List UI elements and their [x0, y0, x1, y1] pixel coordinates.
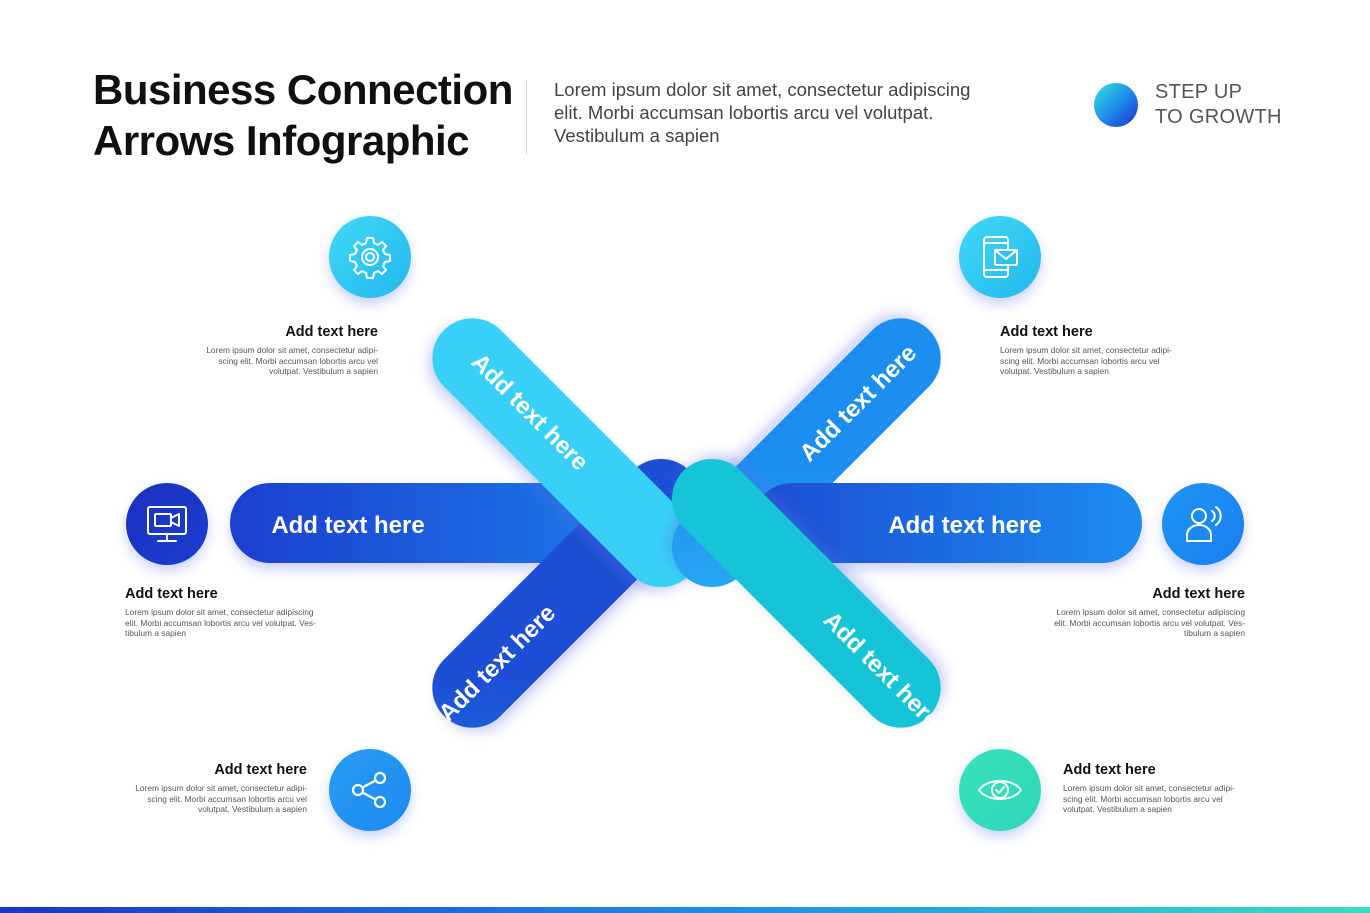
tagline-line-2: TO GROWTH	[1155, 106, 1282, 128]
note-line: scing elit. Morbi accumsan lobortis arcu…	[147, 793, 307, 804]
note-line: Lorem ipsum dolor sit amet, consectetur …	[125, 607, 314, 617]
note-line: Lorem ipsum dolor sit amet, consectetur …	[1056, 607, 1245, 617]
note-top-left: Add text here Lorem ipsum dolor sit amet…	[173, 323, 378, 377]
page-title: Business Connection Arrows Infographic	[93, 64, 513, 166]
note-title: Add text here	[1152, 586, 1245, 602]
note-line: elit. Morbi accumsan lobortis arcu vel v…	[125, 617, 316, 628]
user-voice-circle	[1162, 483, 1244, 565]
right-middle-bar	[752, 483, 1142, 563]
title-line-2: Arrows Infographic	[93, 117, 470, 164]
note-text: Lorem ipsum dolor sit amet, consectetur …	[1000, 345, 1205, 377]
mobile-mail-icon	[983, 236, 1018, 278]
note-line: volutpat. Vestibulum a sapien	[1063, 804, 1172, 814]
header-divider	[526, 80, 527, 154]
right-lower-bar	[671, 458, 941, 728]
title-line-1: Business Connection	[93, 66, 513, 113]
note-line: tibulum a sapien	[125, 628, 186, 638]
intro-line-1: Lorem ipsum dolor sit amet, consectetur …	[554, 79, 971, 100]
tagline-line-1: STEP UP	[1155, 81, 1243, 103]
note-line: scing elit. Morbi accumsan lobortis arcu…	[1063, 793, 1223, 804]
eye-icon	[978, 780, 1022, 800]
intro-text: Lorem ipsum dolor sit amet, consectetur …	[554, 78, 1014, 147]
share-circle	[329, 749, 411, 831]
note-top-right: Add text here Lorem ipsum dolor sit amet…	[1000, 323, 1205, 377]
eye-circle	[959, 749, 1041, 831]
note-text: Lorem ipsum dolor sit amet, consectetur …	[102, 783, 307, 815]
note-title: Add text here	[125, 586, 218, 602]
gear-icon	[349, 237, 391, 279]
tagline: STEP UP TO GROWTH	[1155, 80, 1282, 130]
brand-dot	[1094, 83, 1138, 127]
note-text: Lorem ipsum dolor sit amet, consectetur …	[125, 607, 340, 639]
note-middle-right: Add text here Lorem ipsum dolor sit amet…	[1030, 585, 1245, 639]
note-title: Add text here	[214, 762, 307, 778]
video-monitor-circle	[126, 483, 208, 565]
note-title: Add text here	[285, 324, 378, 340]
note-line: tibulum a sapien	[1184, 628, 1245, 638]
share-icon	[351, 771, 387, 809]
note-line: scing elit. Morbi accumsan lobortis arcu…	[218, 355, 378, 366]
note-line: Lorem ipsum dolor sit amet, consectetur …	[1063, 783, 1235, 793]
user-voice-icon	[1186, 506, 1222, 542]
note-title: Add text here	[1000, 324, 1093, 340]
note-middle-left: Add text here Lorem ipsum dolor sit amet…	[125, 585, 340, 639]
note-line: Lorem ipsum dolor sit amet, consectetur …	[135, 783, 307, 793]
note-text: Lorem ipsum dolor sit amet, consectetur …	[1063, 783, 1268, 815]
video-monitor-icon	[147, 506, 187, 542]
note-bottom-left: Add text here Lorem ipsum dolor sit amet…	[102, 761, 307, 815]
intro-line-3: Vestibulum a sapien	[554, 125, 720, 146]
note-line: volutpat. Vestibulum a sapien	[269, 366, 378, 376]
left-middle-bar	[230, 483, 620, 563]
note-line: elit. Morbi accumsan lobortis arcu vel v…	[1054, 617, 1245, 628]
note-line: Lorem ipsum dolor sit amet, consectetur …	[206, 345, 378, 355]
note-bottom-right: Add text here Lorem ipsum dolor sit amet…	[1063, 761, 1268, 815]
mobile-mail-circle	[959, 216, 1041, 298]
gear-circle	[329, 216, 411, 298]
left-middle-bar-label: Add text here	[271, 512, 424, 539]
note-text: Lorem ipsum dolor sit amet, consectetur …	[1030, 607, 1245, 639]
left-upper-bar	[432, 318, 702, 588]
intro-line-2: elit. Morbi accumsan lobortis arcu vel v…	[554, 102, 934, 123]
note-line: Lorem ipsum dolor sit amet, consectetur …	[1000, 345, 1172, 355]
note-text: Lorem ipsum dolor sit amet, consectetur …	[173, 345, 378, 377]
note-line: scing elit. Morbi accumsan lobortis arcu…	[1000, 355, 1160, 366]
note-title: Add text here	[1063, 762, 1156, 778]
note-line: volutpat. Vestibulum a sapien	[198, 804, 307, 814]
note-line: volutpat. Vestibulum a sapien	[1000, 366, 1109, 376]
footer-gradient-bar	[0, 907, 1370, 913]
right-middle-bar-label: Add text here	[888, 512, 1041, 539]
